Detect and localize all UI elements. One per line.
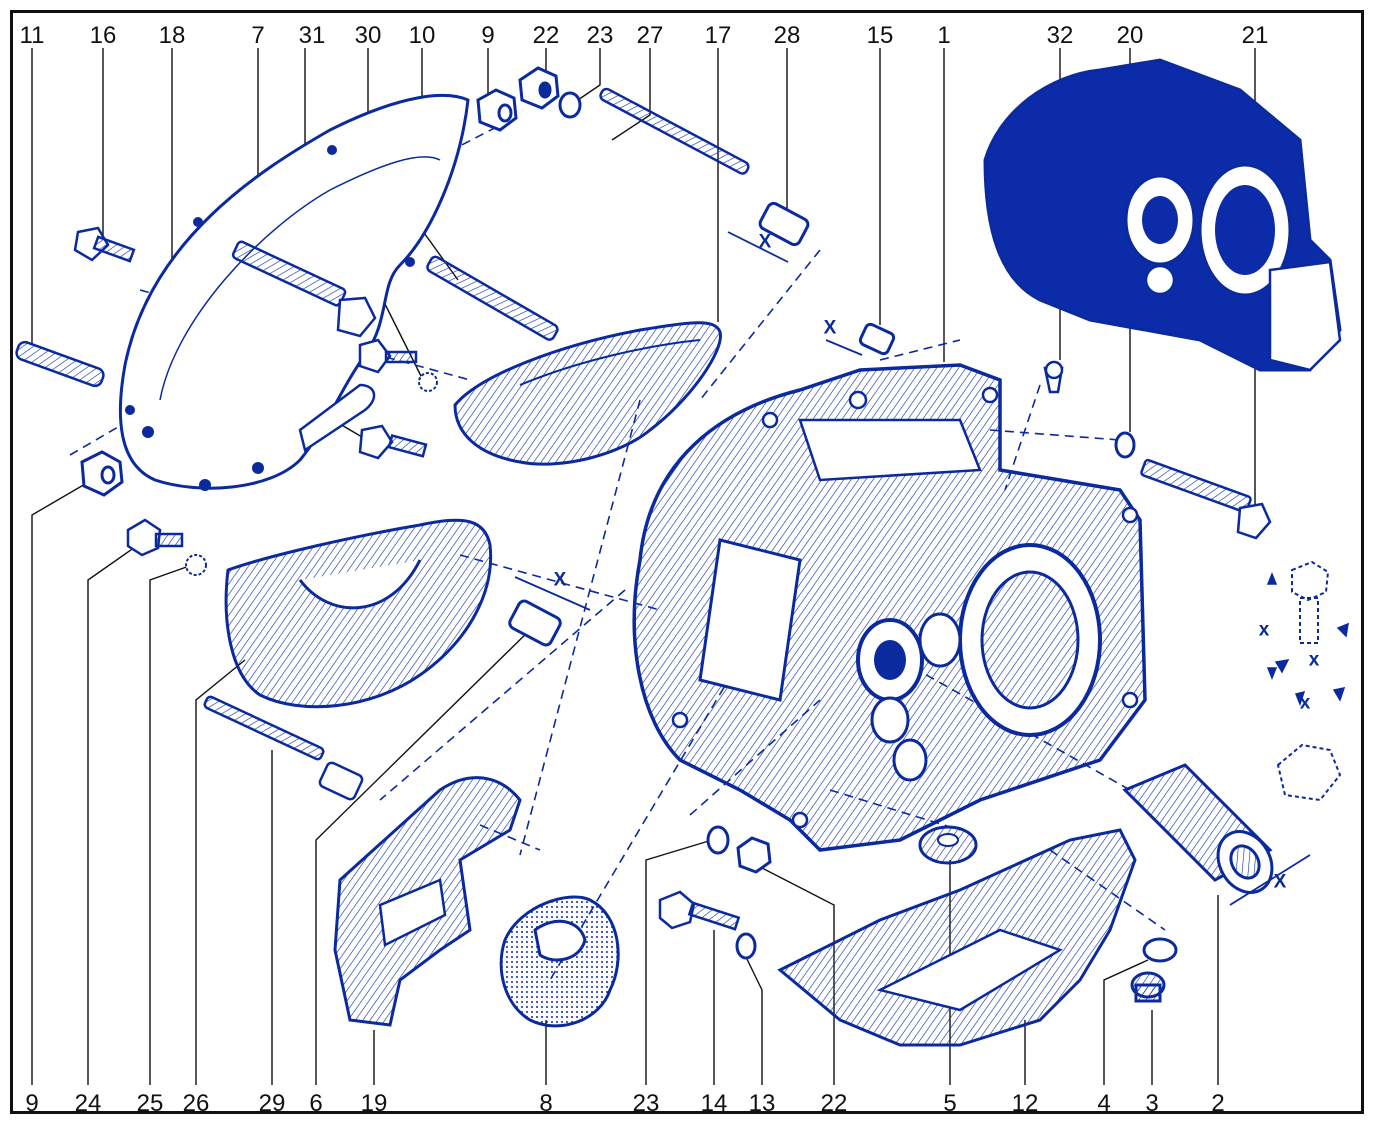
callout-label: 29 xyxy=(258,1090,286,1117)
sump-plate-12 xyxy=(777,828,1137,1047)
callout-label: 23 xyxy=(632,1090,660,1117)
callout-label: 23 xyxy=(586,22,614,49)
washer-13 xyxy=(735,932,757,960)
callout-label: 12 xyxy=(1011,1090,1039,1117)
bolt-31 xyxy=(358,338,418,374)
stud-29 xyxy=(203,695,364,801)
bolt-18 xyxy=(358,424,428,460)
callout-label: 20 xyxy=(1116,22,1144,49)
washer-4 xyxy=(1142,937,1178,963)
callout-label: 26 xyxy=(182,1090,210,1117)
dimension-mark-small: x xyxy=(1258,619,1270,641)
bolt-24 xyxy=(126,518,184,557)
dimension-mark: X xyxy=(758,231,772,253)
nut-9-upper xyxy=(476,88,518,132)
callout-label: 9 xyxy=(481,22,495,49)
sleeve-2 xyxy=(1122,763,1274,894)
callout-label: 18 xyxy=(158,22,186,49)
callout-label: 30 xyxy=(354,22,382,49)
callout-label: 28 xyxy=(773,22,801,49)
callout-label: 19 xyxy=(360,1090,388,1117)
dimension-mark-small: x xyxy=(1308,649,1320,671)
stud-27 xyxy=(599,87,750,175)
washer-23-top xyxy=(558,91,582,119)
callout-label: 27 xyxy=(636,22,664,49)
nut-22-top xyxy=(518,66,560,110)
callout-label: 6 xyxy=(309,1090,323,1117)
callout-label: 9 xyxy=(25,1090,39,1117)
nut-9-lower xyxy=(80,450,124,497)
bush-15 xyxy=(858,322,896,356)
plug-3 xyxy=(1130,971,1166,1003)
callout-label: 31 xyxy=(298,22,326,49)
bolt-21 xyxy=(1140,458,1272,540)
callout-label: 2 xyxy=(1211,1090,1225,1117)
bolt-14 xyxy=(658,890,741,931)
dimension-mark: X xyxy=(553,569,567,591)
callout-label: 15 xyxy=(866,22,894,49)
washer-25 xyxy=(185,554,207,576)
callout-label: 5 xyxy=(943,1090,957,1117)
stud-11 xyxy=(15,340,105,388)
stud-10 xyxy=(426,255,559,341)
bush-6 xyxy=(508,599,562,647)
dimension-mark: X xyxy=(1273,871,1287,893)
callout-label: 11 xyxy=(19,22,45,49)
dimension-mark: X xyxy=(823,317,837,339)
callout-label: 25 xyxy=(136,1090,164,1117)
dimension-mark-small: x xyxy=(1299,692,1311,714)
callout-label: 16 xyxy=(89,22,117,49)
vent-32 xyxy=(1043,360,1064,394)
cover-17 xyxy=(453,321,722,466)
callout-label: 32 xyxy=(1046,22,1074,49)
stud-7 xyxy=(231,240,377,338)
callout-label: 13 xyxy=(748,1090,776,1117)
bolt-16 xyxy=(73,226,136,263)
callout-label: 4 xyxy=(1097,1090,1111,1117)
callout-label: 14 xyxy=(700,1090,728,1117)
callout-label: 22 xyxy=(532,22,560,49)
nut-22-bottom xyxy=(736,836,772,874)
bush-28 xyxy=(758,201,810,247)
washer-23-bottom xyxy=(706,825,730,855)
gasket-plate xyxy=(119,93,470,490)
nut-detail-symbol xyxy=(1276,743,1342,802)
callout-label: 21 xyxy=(1241,22,1269,49)
callout-label: 22 xyxy=(820,1090,848,1117)
washer-20 xyxy=(1114,431,1136,459)
callout-label: 8 xyxy=(539,1090,553,1117)
callout-label: 1 xyxy=(937,22,951,49)
callout-label: 7 xyxy=(251,22,265,49)
bracket-strip xyxy=(298,383,376,453)
bolt-detail-symbol xyxy=(1291,560,1330,644)
callout-label: 17 xyxy=(704,22,732,49)
dimension-lines xyxy=(514,231,1311,906)
callout-label: 24 xyxy=(74,1090,102,1117)
callout-label: 3 xyxy=(1145,1090,1159,1117)
cover-26 xyxy=(224,518,493,709)
callout-label: 10 xyxy=(408,22,436,49)
washer-30 xyxy=(418,372,438,392)
